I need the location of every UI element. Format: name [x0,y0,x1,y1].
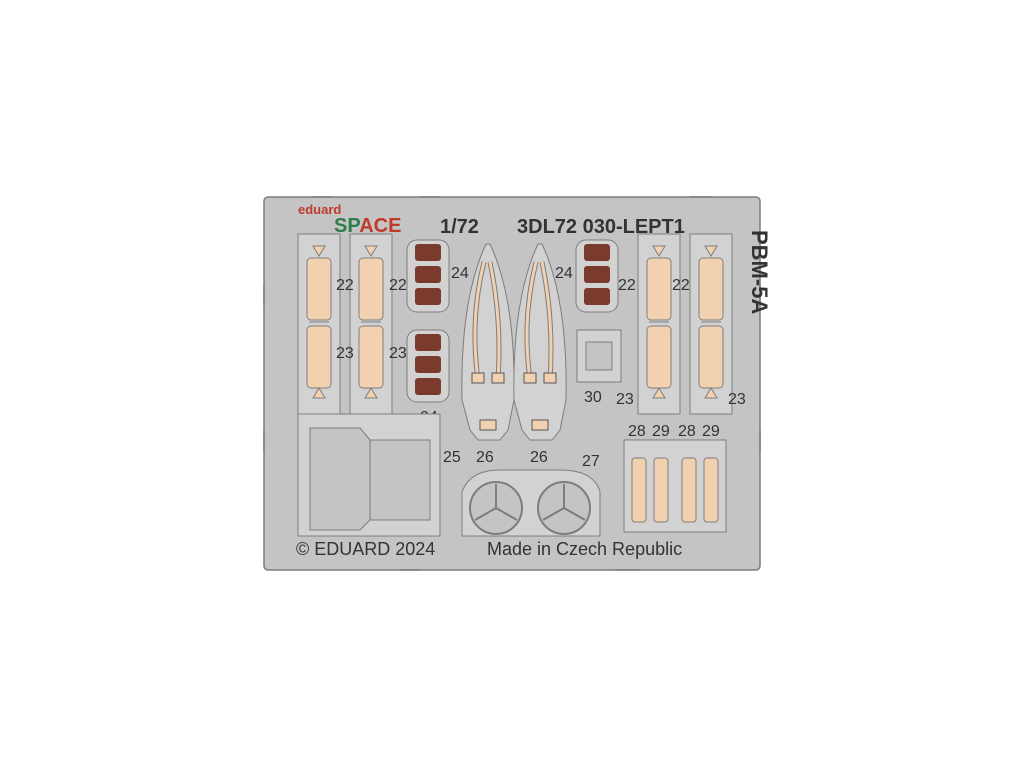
made-in-text: Made in Czech Republic [487,539,682,559]
belt-panel-right-1 [637,233,681,415]
part-number-28: 28 [678,423,696,440]
part-number-27: 27 [582,453,600,470]
frame-tabs [263,196,761,571]
part-number-23: 23 [616,391,634,408]
logo-eduard-text: eduard [298,202,341,217]
logo-space-part-b: ACE [359,215,401,237]
model-name: PBM-5A [747,230,772,314]
seat-pads-upper-left [406,239,450,313]
product-code: 3DL72 030-LEPT1 [517,216,685,238]
frame-part-30 [576,329,622,383]
part-number-23: 23 [389,345,407,362]
part-number-24: 24 [555,265,573,282]
panel-part-25 [297,413,441,537]
part-number-22: 22 [672,277,690,294]
scale-label: 1/72 [440,216,479,238]
part-number-26: 26 [530,449,548,466]
logo-space-part-a: SP [334,215,360,237]
harness-left [461,243,515,441]
part-number-29: 29 [652,423,670,440]
copyright-text: © EDUARD 2024 [296,539,435,559]
belt-panel-right-2 [689,233,733,415]
part-number-25: 25 [443,449,461,466]
part-number-29: 29 [702,423,720,440]
part-number-22: 22 [336,277,354,294]
belt-panel-left-2 [349,233,393,415]
part-number-22: 22 [389,277,407,294]
part-number-23: 23 [336,345,354,362]
small-belts-28-29 [623,439,727,533]
part-number-30: 30 [584,389,602,406]
seat-pads-right [575,239,619,313]
belt-panel-left-1 [297,233,341,415]
seat-pads-lower-left [406,329,450,403]
part-number-28: 28 [628,423,646,440]
harness-right [513,243,567,441]
part-number-23: 23 [728,391,746,408]
part-number-26: 26 [476,449,494,466]
part-27-wheels [461,469,601,537]
part-number-22: 22 [618,277,636,294]
logo-space-text: SPACE [334,215,401,237]
part-number-24: 24 [451,265,469,282]
